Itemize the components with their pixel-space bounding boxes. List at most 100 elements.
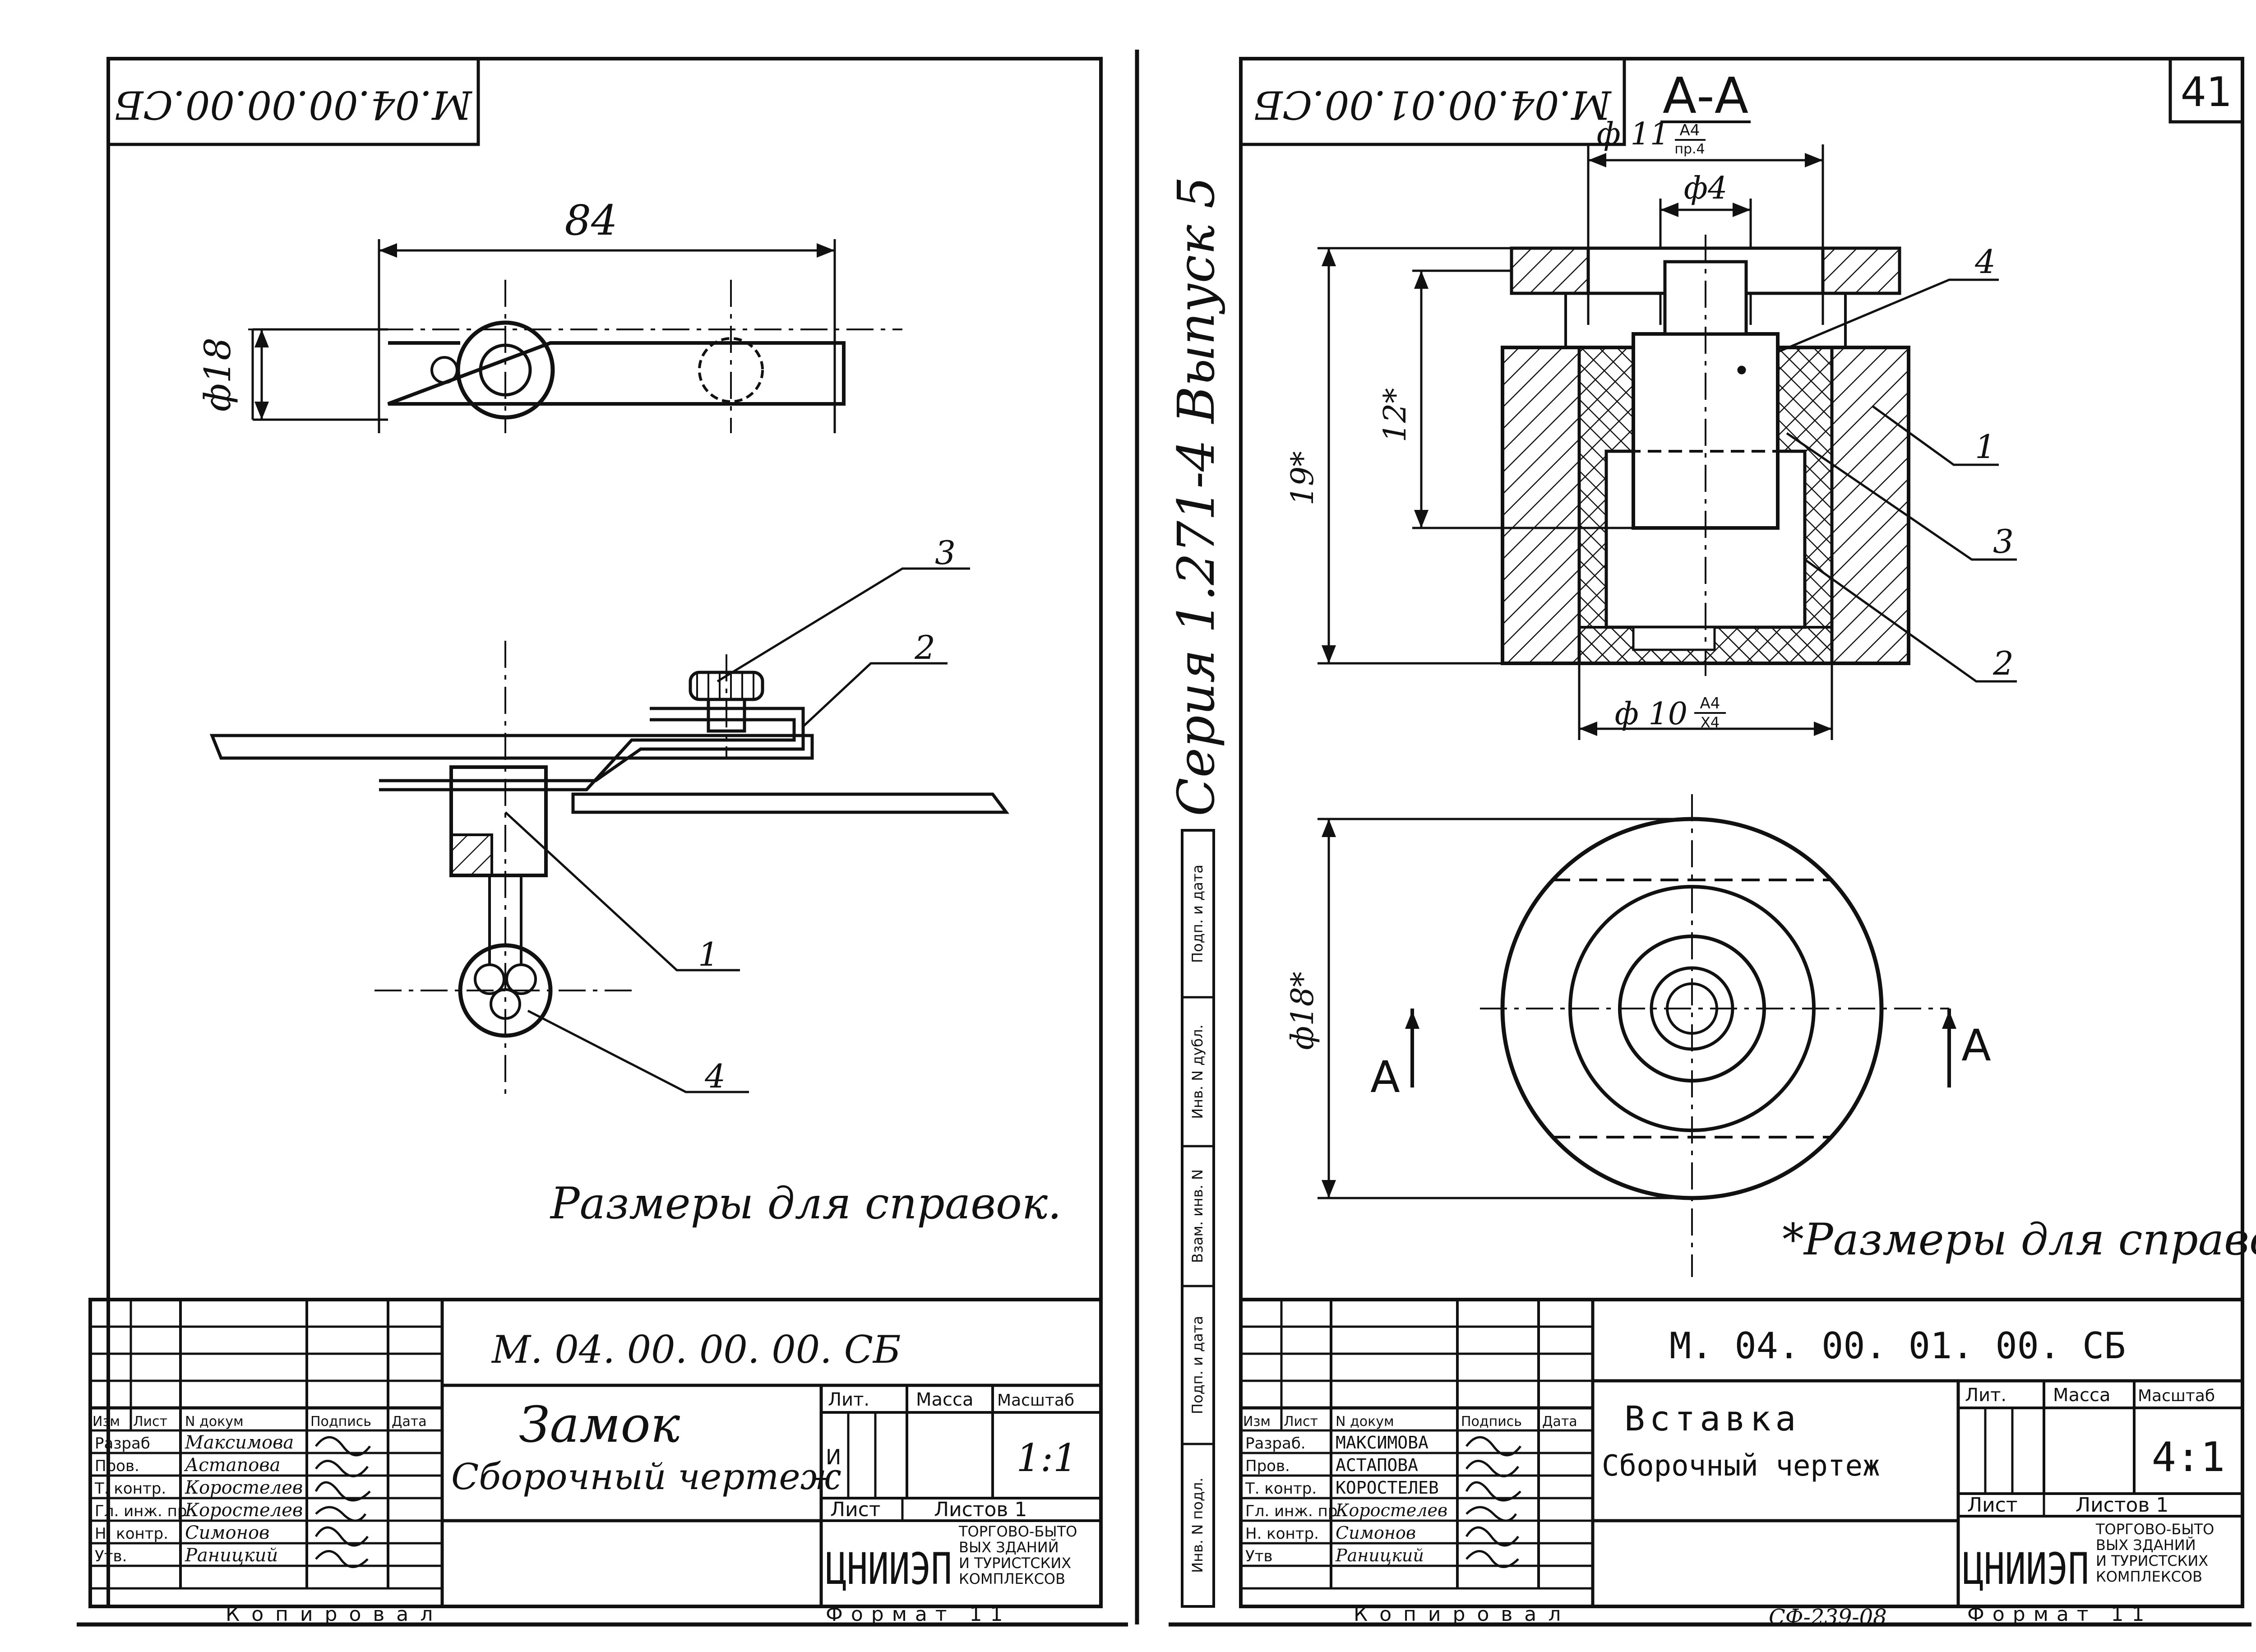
callout-2: 2	[914, 629, 935, 666]
right-tb-role-5: Н. контр.	[1245, 1525, 1319, 1543]
left-tb-role-4: Гл. инж. пр	[95, 1502, 187, 1520]
dim-d4: ф4	[1684, 171, 1728, 206]
right-tb-sheets-label: Листов 1	[2076, 1494, 2168, 1517]
right-tb-h-date: Дата	[1542, 1414, 1577, 1430]
dim-length-84: 84	[564, 196, 617, 245]
left-tb-subtitle: Сборочный чертеж	[451, 1456, 841, 1498]
left-frame	[106, 57, 1103, 1608]
left-tb-role-5: Н. контр.	[95, 1525, 168, 1543]
section-view	[1318, 144, 2017, 740]
right-tb-role-6: Утв	[1245, 1547, 1273, 1565]
dim-d10: ф 10	[1615, 696, 1687, 732]
left-tb-h-sign: Подпись	[310, 1414, 371, 1430]
side-stamp-box	[1181, 829, 1215, 1608]
left-tb-org-4: КОМПЛЕКСОВ	[959, 1570, 1065, 1587]
left-tb-org-short: ЦНИИЭП	[826, 1544, 952, 1594]
dim-h12: 12*	[1378, 388, 1413, 443]
left-tb-role-2: Пров.	[95, 1457, 139, 1475]
left-copied: Копировал	[226, 1603, 444, 1626]
side-strip: Серия 1.271-4 Выпуск 5 Инв. N подл. Подп…	[1167, 176, 1226, 1608]
side-stamp-1: Инв. N подл.	[1189, 1477, 1206, 1573]
series-vertical: Серия 1.271-4 Выпуск 5	[1167, 176, 1226, 816]
left-note: Размеры для справок.	[550, 1178, 1062, 1229]
right-tb-name-1: МАКСИМОВА	[1336, 1433, 1428, 1453]
section-label: А-А	[1663, 67, 1748, 125]
page-number-box	[2168, 57, 2244, 124]
dim-d18: ф18*	[1285, 972, 1321, 1050]
right-tb-lit-label: Лит.	[1965, 1385, 2006, 1406]
right-tb-role-2: Пров.	[1245, 1457, 1290, 1475]
left-tb-name-3: Коростелев	[185, 1477, 303, 1498]
callout-1: 1	[698, 935, 719, 973]
right-tb-org-3: И ТУРИСТСКИХ	[2096, 1552, 2208, 1569]
dim-diameter-18: ф18	[197, 338, 239, 412]
plan-view	[1318, 794, 1956, 1277]
left-tb-sheets-label: Листов 1	[934, 1498, 1027, 1521]
r-callout-2: 2	[1992, 644, 2014, 682]
left-tb-name-4: Коростелев	[185, 1500, 303, 1521]
left-tb-lit-label: Лит.	[828, 1389, 869, 1410]
right-title-block	[1239, 1298, 2244, 1608]
left-tb-code: М. 04. 00. 00. 00. СБ	[491, 1328, 901, 1372]
right-format: Формат 11	[1967, 1603, 2153, 1626]
left-tb-role-6: Утв.	[95, 1547, 127, 1565]
r-callout-1: 1	[1975, 428, 1996, 466]
right-tb-name-3: КОРОСТЕЛЕВ	[1336, 1478, 1439, 1498]
right-tb-scale-label: Масштаб	[2138, 1387, 2215, 1405]
right-tb-org-2: ВЫХ ЗДАНИЙ	[2096, 1536, 2196, 1554]
right-tb-name-5: Симонов	[1336, 1523, 1416, 1543]
right-sheet: М.04.00.01.00.СБ 41 А-А	[1239, 57, 2256, 1630]
right-tb-org-4: КОМПЛЕКСОВ	[2096, 1568, 2202, 1585]
dim-d10-fit-top: А4	[1700, 694, 1720, 713]
r-callout-4: 4	[1974, 243, 1996, 281]
side-stamp-3: Взам. инв. N	[1189, 1169, 1206, 1263]
side-stamp-4: Инв. N дубл.	[1189, 1024, 1206, 1119]
left-tb-sheet-label: Лист	[830, 1498, 881, 1521]
right-tb-h-list: Лист	[1284, 1414, 1318, 1430]
right-tb-code: М. 04. 00. 01. 00. СБ	[1669, 1325, 2126, 1367]
left-tb-h-izm: Изм	[92, 1414, 120, 1430]
callout-3: 3	[935, 534, 956, 572]
left-tb-name-6: Раницкий	[185, 1545, 278, 1566]
left-tb-name: Замок	[519, 1396, 680, 1453]
dim-d11: ф 11	[1597, 116, 1669, 152]
left-tb-h-doc: N докум	[185, 1414, 244, 1430]
right-tb-subtitle: Сборочный чертеж	[1602, 1449, 1880, 1483]
left-signatures	[314, 1436, 371, 1568]
callout-4: 4	[704, 1057, 726, 1095]
right-tb-sheet-label: Лист	[1967, 1494, 2018, 1517]
left-tb-name-1: Максимова	[185, 1432, 294, 1453]
right-tb-h-izm: Изм	[1243, 1414, 1271, 1430]
right-tb-name-4: Коростелев	[1335, 1500, 1447, 1520]
left-code-box	[106, 57, 480, 146]
top-view	[248, 239, 902, 433]
right-note: *Размеры для справок	[1782, 1214, 2256, 1265]
right-code-box	[1239, 57, 1626, 146]
left-stamp-code: М.04.00.00.00.СБ	[115, 82, 472, 127]
right-tb-role-1: Разраб.	[1245, 1435, 1306, 1453]
right-stamp-code: М.04.00.01.00.СБ	[1254, 82, 1612, 127]
left-tb-role-1: Разраб	[95, 1435, 150, 1453]
left-tb-name-5: Симонов	[185, 1522, 269, 1543]
left-format: Формат 11	[826, 1603, 1011, 1626]
right-copied: Копировал	[1354, 1603, 1572, 1626]
right-sf-code: СФ-239-08	[1769, 1605, 1887, 1630]
right-tb-org-1: ТОРГОВО-БЫТО	[2095, 1521, 2214, 1538]
right-tb-name: Вставка	[1624, 1398, 1800, 1439]
right-tb-name-6: Раницкий	[1335, 1546, 1424, 1565]
page-number: 41	[2181, 69, 2233, 116]
section-arrow-right: А	[1961, 1020, 1991, 1071]
side-stamp-2: Подп. и дата	[1189, 1316, 1206, 1414]
left-tb-name-2: Астапова	[184, 1455, 280, 1476]
dim-h19: 19*	[1285, 451, 1321, 506]
left-tb-scale: 1:1	[1016, 1436, 1077, 1480]
left-tb-scale-label: Масштаб	[997, 1391, 1074, 1410]
section-arrow-left: А	[1370, 1052, 1400, 1102]
left-tb-mass-label: Масса	[916, 1389, 974, 1410]
right-tb-h-sign: Подпись	[1461, 1414, 1522, 1430]
dim-d11-fit-top: А4	[1680, 121, 1700, 139]
right-tb-mass-label: Масса	[2053, 1385, 2111, 1406]
side-view	[209, 567, 1009, 1101]
side-stamp-5: Подп. и дата	[1189, 865, 1206, 963]
